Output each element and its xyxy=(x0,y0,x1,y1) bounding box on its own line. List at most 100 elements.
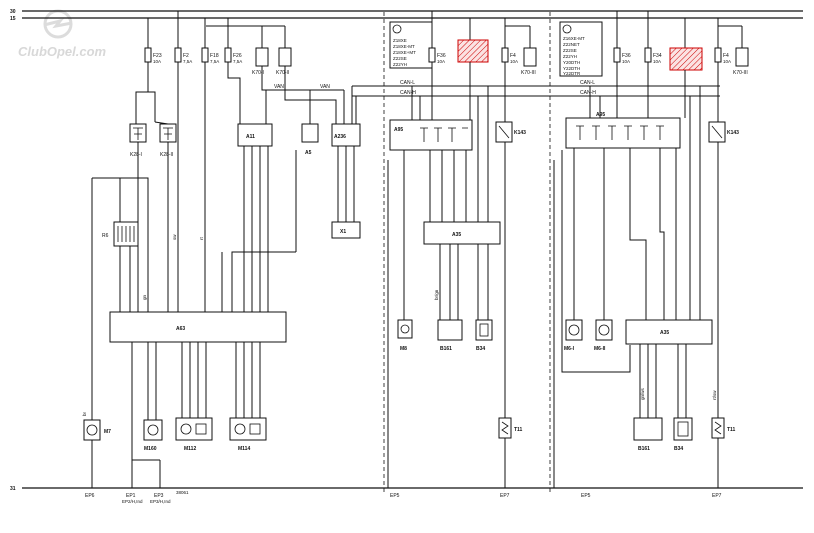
relay-k70-3-mid-label: K70-III xyxy=(521,70,536,76)
can-l-label-2: CAN-L xyxy=(580,80,595,86)
ground-ep7-right: EP7 xyxy=(712,493,722,499)
fuse-f4-right: F4 10A xyxy=(714,18,731,64)
engine-box-right-line-1: Z22NET xyxy=(563,42,580,47)
module-a95-left-label: A95 xyxy=(394,127,403,133)
engine-box-left-line-3: Z22SE xyxy=(393,56,407,61)
relay-k143-right: K143 xyxy=(708,121,739,143)
diode-k28-1: K28-I xyxy=(129,123,147,158)
fuse-f2: F2 7,5A xyxy=(174,11,192,64)
engine-variant-box-right: Z16XE-MT Z22NET Z22SE Z22YH Y20DTH Y22DT… xyxy=(559,21,603,77)
motor-m6-2-label: M6-II xyxy=(594,346,606,352)
ground-ep5-left: EP5 xyxy=(390,493,400,499)
relay-k-hatched-left xyxy=(457,18,489,63)
resistor-r6-label: R6 xyxy=(102,233,109,239)
motor-m8-label: M8 xyxy=(400,346,407,352)
relay-k70-2: K70-II xyxy=(262,25,292,76)
fuse-f2-id: F2 xyxy=(183,53,189,59)
relay-k70-3-mid: K70-III xyxy=(505,25,537,76)
module-a95-right: A95 xyxy=(565,112,681,149)
ground-ep6: EP6 xyxy=(85,493,95,499)
module-a11-label: A11 xyxy=(246,134,255,140)
fuse-f26-rating: 7,5A xyxy=(233,59,242,64)
motor-m6-1: M6-I xyxy=(564,319,583,352)
wire-tag-gnws: gn/ws xyxy=(640,387,645,400)
fuse-f4-right-rating: 10A xyxy=(723,59,731,64)
can-h-label-1: CAN-H xyxy=(400,90,416,96)
diode-k28-1-label: K28-I xyxy=(130,152,142,158)
fuse-f18-rating: 7,5A xyxy=(210,59,219,64)
coil-t11-right-label: T11 xyxy=(727,427,736,433)
module-a35-left: A35 xyxy=(423,221,501,245)
connector-x1: X1 xyxy=(331,221,361,239)
ground-ep1-note: EP2/H,Ind xyxy=(122,499,143,504)
relay-k70-2-label: K70-II xyxy=(276,70,289,76)
actuator-m114-label: M114 xyxy=(238,446,250,452)
engine-box-right-line-0: Z16XE-MT xyxy=(563,36,585,41)
can-l-label-1: CAN-L xyxy=(400,80,415,86)
fuse-f23: F23 10A xyxy=(144,18,162,64)
sensor-b161-left-label: B161 xyxy=(440,346,452,352)
sensor-b34-left: B34 xyxy=(475,319,493,352)
rail-31-label: 31 xyxy=(10,486,16,492)
motor-m160-label: M160 xyxy=(144,446,157,452)
fuse-f36-right: F36 10A xyxy=(613,11,631,64)
engine-box-right-line-4: Y20DTH xyxy=(563,60,580,65)
ground-ep1: EP1 xyxy=(126,493,136,499)
ground-ep3: EP3 xyxy=(154,493,164,499)
motor-m7: M7 xyxy=(83,419,111,441)
sensor-b34-right-label: B34 xyxy=(674,446,683,452)
engine-box-right-line-2: Z22SE xyxy=(563,48,577,53)
power-rails: 30 15 31 xyxy=(10,9,803,492)
wire-tag-br: br xyxy=(82,411,87,416)
engine-variant-box-left: Z18XE Z18XE-MT Z18XE+MT Z22SE Z22YH xyxy=(389,21,433,69)
coil-t11-left-label: T11 xyxy=(514,427,523,433)
wire-tag-gn: gn xyxy=(142,294,147,300)
wire-tag-sw: sw xyxy=(172,234,177,240)
motor-m6-2: M6-II xyxy=(594,319,613,352)
sensor-b161-right-label: B161 xyxy=(638,446,650,452)
wire-tag-rtsw: rt/sw xyxy=(712,390,717,400)
fuse-f4-right-id: F4 xyxy=(723,53,729,59)
module-a95-right-label: A95 xyxy=(596,112,605,118)
fuse-f36-right-rating: 10A xyxy=(622,59,630,64)
actuator-m112-label: M112 xyxy=(184,446,196,452)
engine-box-right-line-3: Z22YH xyxy=(563,54,577,59)
module-a35-right: A35 xyxy=(625,319,713,345)
engine-box-left-line-1: Z18XE-MT xyxy=(393,44,415,49)
actuator-m112: M112 xyxy=(175,417,213,452)
engine-box-right-line-6: Y22DTR xyxy=(563,71,581,76)
module-a63-label: A63 xyxy=(176,326,185,332)
rail-15-label: 15 xyxy=(10,16,16,22)
fuse-f4-mid: F4 10A xyxy=(501,18,518,64)
engine-box-left-line-0: Z18XE xyxy=(393,38,407,43)
relay-k143-left: K143 xyxy=(495,121,526,143)
wire-tag-brgn: br/gn xyxy=(434,289,439,300)
rail-30-label: 30 xyxy=(10,9,16,15)
relay-k70-3-right-label: K70-III xyxy=(733,70,748,76)
fuse-f2-rating: 7,5A xyxy=(183,59,192,64)
motor-m8: M8 xyxy=(397,319,413,352)
module-a236-label: A236 xyxy=(334,134,346,140)
van-label-1: VAN xyxy=(274,84,284,90)
module-a236: A236 xyxy=(331,123,361,147)
sensor-b34-left-label: B34 xyxy=(476,346,485,352)
ground-ep3-note: EP3/H,Ind xyxy=(150,499,171,504)
fuse-f23-rating: 10A xyxy=(153,59,161,64)
diode-k28-2: K28-II xyxy=(159,123,177,158)
relay-k143-left-label: K143 xyxy=(514,130,526,136)
relay-k143-right-label: K143 xyxy=(727,130,739,136)
ground-ep7-left: EP7 xyxy=(500,493,510,499)
motor-m160: M160 xyxy=(143,419,163,452)
fuse-f4-mid-id: F4 xyxy=(510,53,516,59)
fuse-f4-mid-rating: 10A xyxy=(510,59,518,64)
fuse-f26: F26 7,5A xyxy=(224,18,242,64)
sensor-b161-right: B161 xyxy=(633,417,663,452)
fuse-f36-mid: F36 10A xyxy=(428,11,446,64)
actuator-m114: M114 xyxy=(229,417,267,452)
relay-k-hatched-right xyxy=(669,18,703,71)
module-a95-left: A95 xyxy=(389,119,473,151)
fuse-f26-id: F26 xyxy=(233,53,242,59)
fuse-f23-id: F23 xyxy=(153,53,162,59)
watermark-text: ClubOpel.com xyxy=(18,44,107,59)
